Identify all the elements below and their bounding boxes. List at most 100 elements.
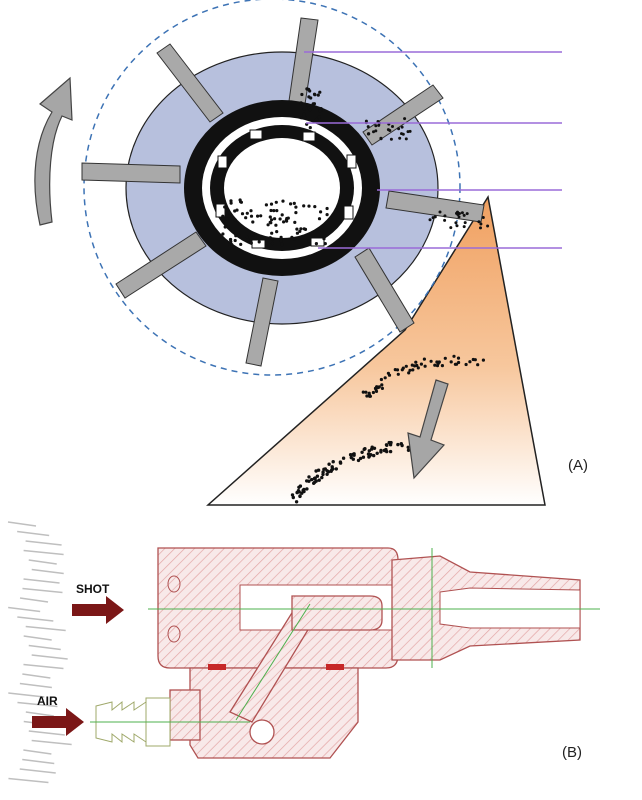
cage-core xyxy=(224,138,340,238)
shot-particle xyxy=(310,477,314,482)
shot-particle xyxy=(299,102,303,106)
shot-particle xyxy=(396,442,400,447)
shot-particle xyxy=(371,390,375,395)
shot-particle xyxy=(314,479,318,483)
rotation-arrow xyxy=(34,76,73,226)
shot-particle xyxy=(334,467,338,471)
shot-particle xyxy=(295,227,299,231)
shot-particle xyxy=(320,475,324,480)
shot-particle xyxy=(386,128,390,132)
shot-particle xyxy=(338,460,343,464)
shot-particle xyxy=(408,368,412,372)
impeller-streak xyxy=(23,549,64,556)
impeller-streak xyxy=(22,758,55,765)
shot-particle xyxy=(294,205,298,209)
shot-particle xyxy=(460,211,464,215)
blade xyxy=(115,231,207,299)
shot-particle xyxy=(321,470,325,474)
shot-particle xyxy=(406,448,411,452)
shot-particle xyxy=(295,231,299,235)
shot-particle xyxy=(307,87,311,91)
shot-particle xyxy=(307,95,311,99)
shot-particle xyxy=(298,229,302,233)
shot-particle xyxy=(379,377,383,382)
shot-particle xyxy=(396,372,400,376)
shot-particle xyxy=(423,364,427,368)
shot-particles xyxy=(221,87,490,504)
shot-particle xyxy=(473,358,477,362)
shot-particle xyxy=(320,228,324,233)
shot-particle xyxy=(433,215,437,219)
shot-particle xyxy=(239,242,243,246)
shot-particle xyxy=(406,445,410,449)
port-circle xyxy=(249,719,275,745)
shot-particle xyxy=(290,235,294,239)
shot-particle xyxy=(352,453,356,457)
shot-particle xyxy=(249,209,253,213)
blade xyxy=(245,277,279,367)
shot-particle xyxy=(290,493,295,497)
impeller-streak xyxy=(23,663,64,670)
shot-particle xyxy=(279,239,283,243)
shot-particle xyxy=(268,215,272,219)
shot-particle xyxy=(282,220,286,224)
shot-particle xyxy=(327,462,331,466)
shot-particle xyxy=(264,203,268,207)
air-input: AIR xyxy=(32,694,84,736)
shot-particle xyxy=(233,238,237,243)
shot-particle xyxy=(235,208,239,212)
shot-particle xyxy=(360,450,364,454)
shot-particle xyxy=(280,213,284,217)
impeller-streak xyxy=(23,635,52,641)
shot-particle xyxy=(443,214,447,218)
shot-particle xyxy=(270,241,274,246)
shot-particle xyxy=(300,92,304,97)
shot-particle xyxy=(294,500,299,504)
shot-particle xyxy=(313,93,317,97)
shot-particle xyxy=(372,446,377,450)
shot-particle xyxy=(245,235,249,239)
shot-particle xyxy=(366,125,370,129)
impeller-streak xyxy=(17,616,54,622)
shot-particle xyxy=(440,364,444,368)
shot-particle xyxy=(411,368,415,372)
shot-particle xyxy=(348,453,353,457)
shot-particle xyxy=(454,221,458,225)
shot-particle xyxy=(285,219,289,223)
panel-label-a: (A) xyxy=(568,457,588,474)
shot-particle xyxy=(245,211,249,215)
shot-particle xyxy=(313,205,317,209)
shot-input: SHOT xyxy=(72,582,124,624)
shot-particle xyxy=(308,108,312,112)
shot-particle xyxy=(481,358,485,362)
shot-particle xyxy=(433,363,437,367)
shot-particle xyxy=(476,363,480,367)
shot-particle xyxy=(268,220,272,224)
cage-window xyxy=(346,154,357,169)
shot-particle xyxy=(251,220,255,224)
shot-particle xyxy=(266,223,270,227)
shot-particle xyxy=(280,242,284,247)
impeller-streak xyxy=(8,777,49,784)
shot-particle xyxy=(246,238,250,242)
shot-particle xyxy=(422,357,426,361)
impeller-streak xyxy=(31,739,72,746)
shot-particle xyxy=(455,224,459,228)
shot-particle xyxy=(464,362,468,367)
shot-particle xyxy=(400,368,404,372)
shot-particle xyxy=(318,109,322,113)
shot-particle xyxy=(449,360,453,364)
shot-particle xyxy=(270,237,274,241)
shot-particle xyxy=(311,102,315,106)
shot-particle xyxy=(299,227,303,231)
shot-particle xyxy=(389,137,393,141)
shot-particle xyxy=(374,129,378,133)
shot-particle xyxy=(303,116,307,120)
shot-particle xyxy=(385,449,389,454)
shot-particle xyxy=(225,217,229,221)
shot-particle xyxy=(410,363,414,367)
dashed-outer-circle xyxy=(83,0,461,376)
shot-particle xyxy=(221,232,225,236)
shot-particle xyxy=(383,376,387,380)
panel-a: (A) xyxy=(34,0,588,506)
